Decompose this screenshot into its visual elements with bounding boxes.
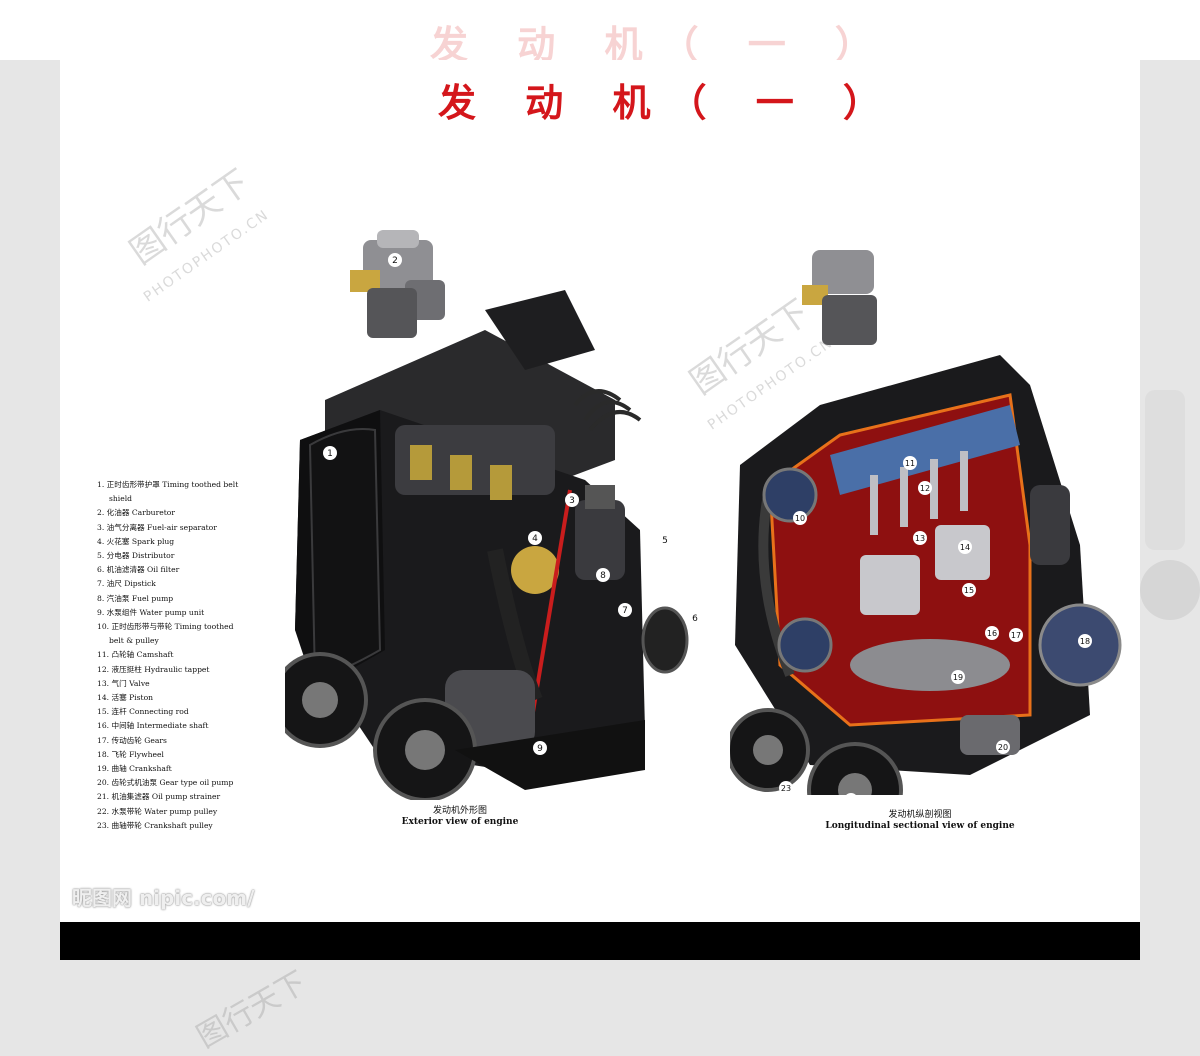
legend-item: 11. 凸轮轴 Camshaft: [97, 650, 174, 660]
legend-item: shield: [109, 494, 133, 504]
callout-marker: [958, 540, 972, 554]
legend-item: 23. 曲轴带轮 Crankshaft pulley: [97, 820, 213, 830]
top-band: [0, 0, 1200, 60]
callout-label: 13: [915, 534, 925, 543]
legend-item: 12. 液压挺柱 Hydraulic tappet: [97, 664, 210, 674]
legend-item: 2. 化油器 Carburetor: [97, 508, 175, 518]
callout-label: 6: [692, 614, 698, 624]
sectional-caption-en: Longitudinal sectional view of engine: [825, 821, 1015, 831]
callout-marker: [846, 793, 856, 795]
legend-item: 21. 机油集滤器 Oil pump strainer: [97, 792, 221, 802]
callout-label: 5: [662, 536, 668, 546]
callout-marker: [951, 670, 965, 684]
legend-item: 9. 水泵组件 Water pump unit: [97, 607, 205, 617]
poster: 发 动 机（ 一 ） 图行天下 PHOTOPHOTO.CN 图行天下 PHOTO…: [60, 60, 1140, 960]
poster-footer-bar: [60, 922, 1140, 960]
callout-label: 4: [532, 534, 538, 544]
legend-item: 10. 正时齿形带与带轮 Timing toothed: [97, 622, 234, 632]
callout-marker: [528, 531, 542, 545]
sectional-callouts: 10 11 12 13 14 15 16 17 18 19 20 21 22: [779, 456, 1092, 795]
watermark-brand-en-1: PHOTOPHOTO.CN: [140, 206, 273, 306]
ghost-title: 发 动 机（ 一 ）: [430, 23, 891, 67]
callout-marker: [1078, 634, 1092, 648]
exterior-callouts: 1 2 3 4 5 6 7 8 9: [323, 253, 702, 755]
parts-legend: 1. 正时齿形带护罩 Timing toothed belt shield 2. 化…: [97, 478, 257, 833]
legend-item: 20. 齿轮式机油泵 Gear type oil pump: [97, 778, 234, 788]
callout-label: 10: [795, 514, 805, 523]
callout-marker: [388, 253, 402, 267]
callout-label: 15: [964, 586, 974, 595]
legend-item: 16. 中间轴 Intermediate shaft: [97, 721, 209, 731]
callout-marker: [918, 481, 932, 495]
legend-item: 17. 传动齿轮 Gears: [97, 735, 167, 745]
callout-label: 16: [987, 629, 997, 638]
callout-marker: [1009, 628, 1023, 642]
watermark-brand-bottom: 图行天下: [191, 964, 313, 1056]
legend-item: 5. 分电器 Distributor: [97, 551, 175, 561]
legend-item: 14. 活塞 Piston: [97, 693, 154, 703]
callout-marker: [688, 611, 702, 625]
exterior-caption-en: Exterior view of engine: [401, 817, 519, 827]
exterior-engine-illustration: 1 2 3 4 5 6 7 8 9: [285, 230, 702, 800]
poster-title: 发 动 机（ 一 ）: [438, 81, 899, 125]
watermark-brand-1: 图行天下: [122, 161, 258, 273]
callout-label: 7: [622, 606, 628, 616]
callout-marker: [565, 493, 579, 507]
carburetor-drawing: [350, 230, 445, 338]
sectional-engine-illustration: 10 11 12 13 14 15 16 17 18 19 20 21 22: [730, 250, 1122, 795]
callout-marker: [996, 740, 1010, 754]
callout-label: 3: [569, 496, 575, 506]
callout-marker: [913, 531, 927, 545]
callout-label: 23: [781, 784, 791, 793]
callout-label: 12: [920, 484, 930, 493]
callout-marker: [658, 533, 672, 547]
callout-label: 19: [953, 673, 963, 682]
legend-item: 1. 正时齿形带护罩 Timing toothed belt: [97, 480, 239, 489]
callout-marker: [596, 568, 610, 582]
callout-label: 14: [960, 543, 970, 552]
callout-marker: [618, 603, 632, 617]
sectional-caption-cn: 发动机纵剖视图: [888, 810, 952, 820]
sectional-caption: 发动机纵剖视图 Longitudinal sectional view of e…: [820, 810, 1020, 832]
callout-label: 9: [537, 744, 543, 754]
callout-marker: [533, 741, 547, 755]
legend-item: 22. 水泵带轮 Water pump pulley: [97, 806, 218, 816]
legend-item: 4. 火花塞 Spark plug: [97, 536, 175, 546]
callout-label: 18: [1080, 637, 1090, 646]
legend-item: 18. 飞轮 Flywheel: [97, 749, 164, 759]
exterior-caption: 发动机外形图 Exterior view of engine: [390, 806, 530, 828]
legend-item: belt & pulley: [109, 636, 159, 646]
legend-item: 8. 汽油泵 Fuel pump: [97, 593, 174, 603]
legend-item: 13. 气门 Valve: [97, 678, 150, 688]
callout-label: 20: [998, 743, 1008, 752]
exterior-caption-cn: 发动机外形图: [432, 806, 487, 816]
legend-item: 3. 油气分离器 Fuel-air separator: [97, 522, 217, 532]
callout-label: 1: [327, 449, 333, 459]
legend-item: 6. 机油滤清器 Oil filter: [97, 565, 180, 575]
legend-item: 15. 连杆 Connecting rod: [97, 707, 189, 717]
callout-marker: [793, 511, 807, 525]
legend-item: 7. 油尺 Dipstick: [97, 579, 156, 589]
callout-label: 17: [1011, 631, 1021, 640]
legend-item: 19. 曲轴 Crankshaft: [97, 764, 172, 774]
callout-label: 11: [905, 459, 915, 468]
nipic-watermark: 昵图网 nipic.com/: [72, 886, 255, 910]
callout-marker: [985, 626, 999, 640]
callout-marker: [903, 456, 917, 470]
right-edge-faded-engine: [1140, 390, 1200, 620]
callout-marker: [323, 446, 337, 460]
callout-marker: [779, 781, 793, 795]
callout-label: 8: [600, 571, 606, 581]
callout-marker: [962, 583, 976, 597]
callout-label: 2: [392, 256, 398, 266]
